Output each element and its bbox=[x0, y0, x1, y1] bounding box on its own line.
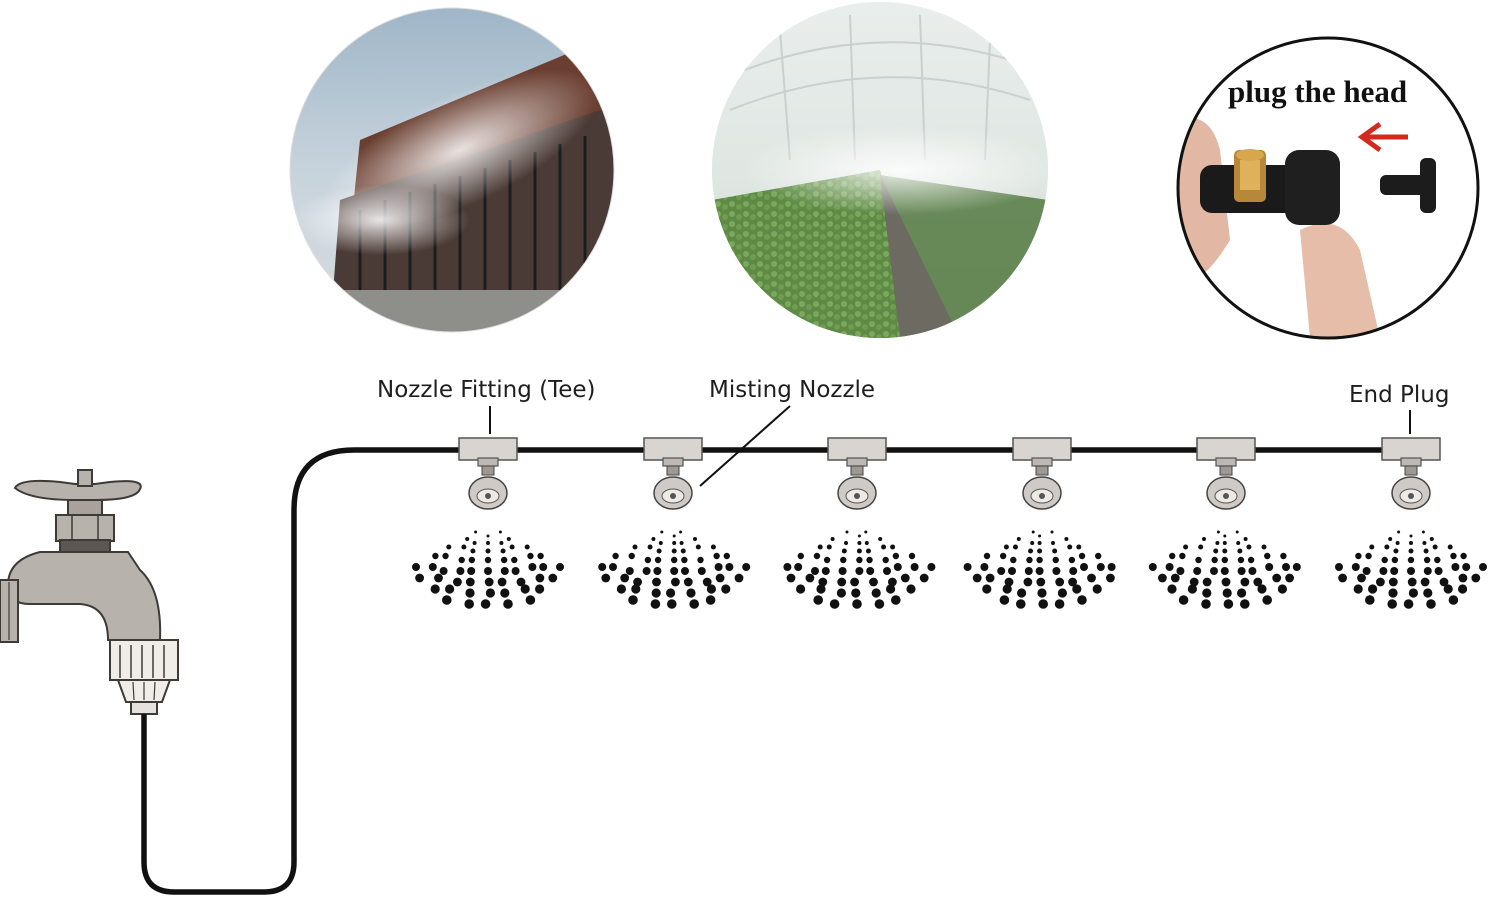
nozzle-fitting-tee bbox=[458, 437, 518, 467]
nozzle-fitting-tee bbox=[1196, 437, 1256, 467]
red-arrow-icon bbox=[1357, 121, 1408, 153]
nozzle-fitting-tee bbox=[643, 437, 703, 467]
building-facade-mist-photo bbox=[289, 7, 615, 333]
mist-spray bbox=[1148, 530, 1301, 609]
mist-spray bbox=[412, 530, 564, 609]
misting-nozzle-leader bbox=[699, 405, 791, 487]
misting-nozzle bbox=[653, 465, 693, 510]
misting-nozzle bbox=[468, 465, 508, 510]
nozzle-fitting-tee bbox=[1012, 437, 1072, 467]
greenhouse-mist-photo bbox=[712, 2, 1048, 338]
misting-nozzle bbox=[1391, 465, 1431, 510]
water-hose bbox=[141, 447, 1412, 895]
mist-spray bbox=[598, 530, 751, 609]
misting-nozzle-label: Misting Nozzle bbox=[709, 377, 876, 403]
water-faucet bbox=[0, 469, 179, 715]
misting-nozzle bbox=[837, 465, 877, 510]
misting-nozzle bbox=[1022, 465, 1062, 510]
plug-the-head-caption: plug the head bbox=[1228, 74, 1407, 109]
end-plug-label: End Plug bbox=[1349, 382, 1450, 408]
end-plug-fitting bbox=[1381, 437, 1441, 467]
mist-spray bbox=[963, 530, 1116, 609]
misting-nozzle bbox=[1206, 465, 1246, 510]
mist-spray bbox=[783, 530, 936, 609]
nozzle-fitting-tee bbox=[827, 437, 887, 467]
mist-spray bbox=[1335, 530, 1487, 609]
nozzle-fitting-label: Nozzle Fitting (Tee) bbox=[377, 377, 596, 403]
plug-the-head-photo: plug the head bbox=[1176, 36, 1480, 340]
